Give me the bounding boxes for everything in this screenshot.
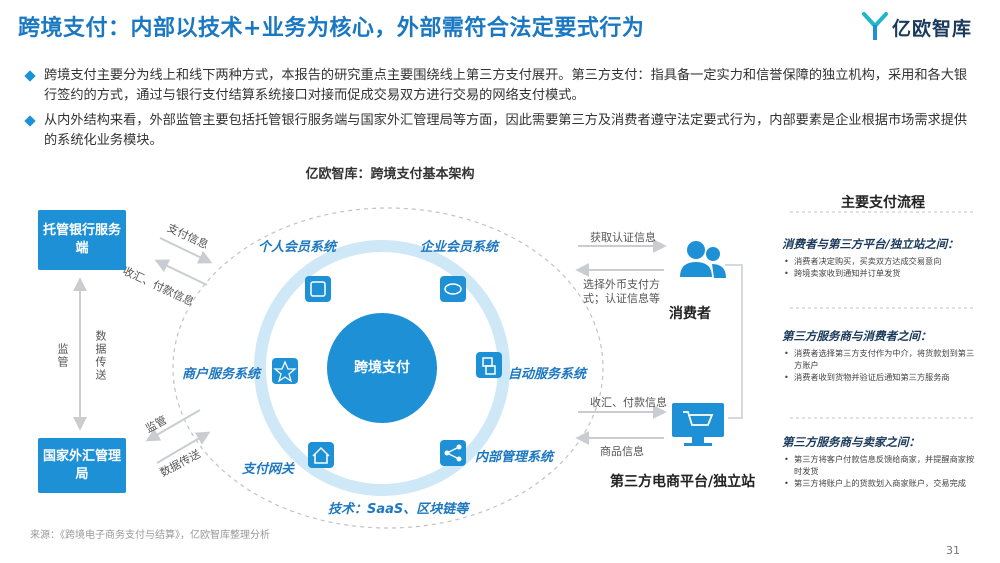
right-arrow-3-label: 收汇、付款信息: [590, 396, 667, 409]
module-ring: [254, 240, 510, 496]
flow-item: 第三方将账户上的货款划入商家账户，交易完成: [782, 477, 982, 489]
bullet-text: 跨境支付主要分为线上和线下两种方式，本报告的研究重点主要围绕线上第三方支付展开。…: [44, 68, 968, 103]
flow-section-heading: 第三方服务商与卖家之间：: [782, 435, 920, 449]
platform-label: 第三方电商平台/独立站: [610, 474, 756, 490]
right-arrow-1-label: 获取认证信息: [590, 231, 656, 244]
forex-arrow-top: [145, 409, 201, 442]
flow-section-heading: 第三方服务商与消费者之间：: [782, 329, 932, 343]
center-label: 跨境支付: [354, 360, 410, 376]
logo-text: 亿欧智库: [891, 17, 972, 40]
module-gateway-label: 支付网关: [242, 462, 295, 477]
flow-item: 消费者收到货物并验证后通知第三方服务商: [782, 371, 982, 383]
page-number: 31: [946, 544, 960, 557]
flow-section: 第三方服务商与消费者之间： 消费者选择第三方支付作为中介，将货款划到第三方账户 …: [782, 328, 982, 383]
bank-arrow-bottom: [154, 259, 208, 286]
consumer-icon: [680, 241, 726, 278]
forex-admin-box: 国家外汇管理局: [38, 438, 126, 493]
flow-item: 消费者选择第三方支付作为中介，将货款划到第三方账户: [782, 347, 982, 371]
consumer-label: 消费者: [669, 306, 711, 322]
left-vertical-label-2: 数据传送: [94, 330, 107, 382]
module-internal-label: 内部管理系统: [475, 450, 554, 465]
flow-item: 跨境卖家收到通知并订单发货: [782, 267, 982, 279]
flow-item: 第三方将客户付款信息反馈给商家，并提醒商家按时发货: [782, 453, 982, 477]
platform-icon: [672, 403, 724, 446]
bank-arrow-top: [159, 237, 213, 264]
flow-section-heading: 消费者与第三方平台/独立站之间：: [782, 237, 959, 251]
flow-section: 第三方服务商与卖家之间： 第三方将客户付款信息反馈给商家，并提醒商家按时发货 第…: [782, 434, 982, 489]
bullet-item: 跨境支付主要分为线上和线下两种方式，本报告的研究重点主要围绕线上第三方支付展开。…: [24, 66, 976, 106]
right-arrow-4-label: 商品信息: [600, 445, 644, 458]
module-auto-label: 自动服务系统: [508, 367, 587, 382]
consumer-platform-connector: [725, 264, 743, 419]
internal-icon: [440, 440, 466, 466]
forex-arrow-bottom: [156, 431, 211, 464]
left-vertical-label-1: 监管: [56, 343, 69, 369]
right-arrow-2-label: 选择外币支付方式；认证信息等: [583, 278, 660, 305]
tech-label: 技术：SaaS、区块链等: [328, 502, 469, 517]
auto-service-icon: [476, 352, 502, 378]
source-note: 来源：《跨境电子商务支付与结算》，亿欧智库整理分析: [30, 530, 270, 541]
center-circle: [327, 313, 437, 423]
bullet-text: 从内外结构来看，外部监管主要包括托管银行服务端与国家外汇管理局等方面，因此需要第…: [44, 113, 968, 148]
flow-title: 主要支付流程: [841, 195, 925, 211]
enterprise-icon: [440, 276, 466, 302]
bank-service-box: 托管银行服务端: [38, 210, 126, 270]
module-personal-label: 个人会员系统: [258, 240, 337, 255]
page-title: 跨境支付：内部以技术+业务为核心，外部需符合法定要式行为: [18, 16, 645, 41]
module-merchant-label: 商户服务系统: [182, 367, 261, 382]
flow-item: 消费者决定购买，买卖双方达成交易意向: [782, 255, 982, 267]
personal-icon: [305, 276, 331, 302]
bullet-item: 从内外结构来看，外部监管主要包括托管银行服务端与国家外汇管理局等方面，因此需要第…: [24, 111, 976, 151]
module-enterprise-label: 企业会员系统: [420, 240, 499, 255]
bullet-list: 跨境支付主要分为线上和线下两种方式，本报告的研究重点主要围绕线上第三方支付展开。…: [24, 66, 976, 156]
diagram-title: 亿欧智库：跨境支付基本架构: [305, 167, 475, 182]
merchant-icon: [272, 358, 298, 384]
logo: 亿欧智库: [861, 12, 972, 42]
outer-dashed-ellipse: [172, 207, 604, 529]
gateway-icon: [308, 442, 334, 468]
flow-section: 消费者与第三方平台/独立站之间： 消费者决定购买，买卖双方达成交易意向 跨境卖家…: [782, 236, 982, 279]
logo-icon: [861, 12, 888, 40]
